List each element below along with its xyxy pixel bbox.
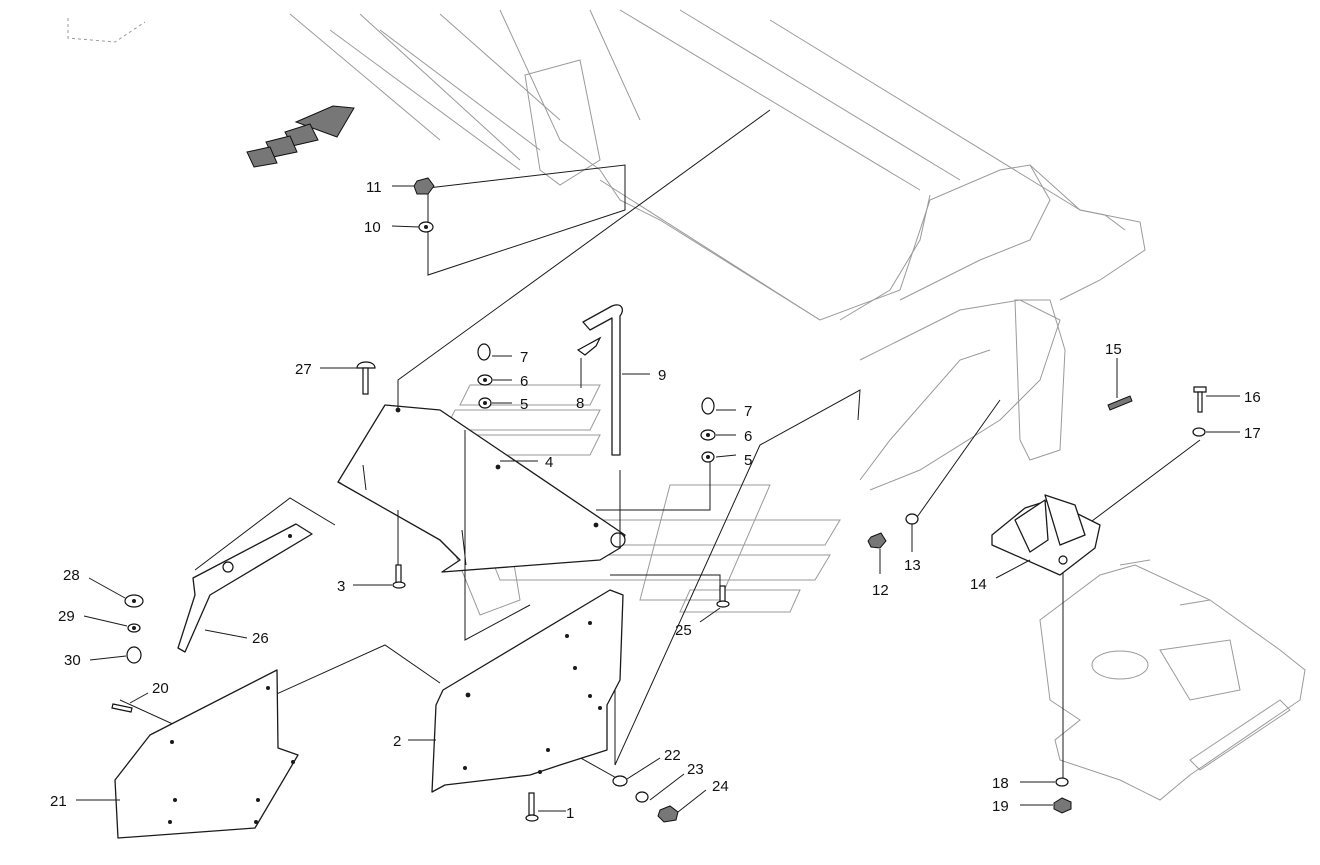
assembly-guides — [119, 109, 1201, 781]
callout-5b: 5 — [744, 452, 752, 469]
callout-13: 13 — [904, 557, 921, 574]
part-2-lower-guard — [431, 589, 624, 793]
direction-arrow-icon — [246, 105, 355, 168]
part-9-rod — [582, 304, 623, 456]
callout-27: 27 — [295, 361, 312, 378]
callout-9: 9 — [658, 367, 666, 384]
callout-1: 1 — [566, 805, 574, 822]
callout-16: 16 — [1244, 389, 1261, 406]
callout-10: 10 — [364, 219, 381, 236]
nut-11 — [413, 177, 435, 195]
callout-26: 26 — [252, 630, 269, 647]
callout-7b: 7 — [744, 403, 752, 420]
callout-6b: 6 — [744, 428, 752, 445]
bolt-27 — [356, 361, 376, 369]
part-4-upper-guard — [337, 404, 626, 573]
callout-19: 19 — [992, 798, 1009, 815]
callout-29: 29 — [58, 608, 75, 625]
callout-7a: 7 — [520, 349, 528, 366]
callout-24: 24 — [712, 778, 729, 795]
hardware — [111, 177, 1207, 823]
callout-2: 2 — [393, 733, 401, 750]
part-14-mount — [991, 494, 1101, 576]
callout-8: 8 — [576, 395, 584, 412]
callout-15: 15 — [1105, 341, 1122, 358]
part-21-side-shield — [114, 669, 299, 839]
callout-4: 4 — [545, 454, 553, 471]
callout-17: 17 — [1244, 425, 1261, 442]
callout-12: 12 — [872, 582, 889, 599]
callout-3: 3 — [337, 578, 345, 595]
part-26-bracket — [177, 523, 313, 653]
leader-lines — [76, 185, 1240, 813]
callout-28: 28 — [63, 567, 80, 584]
callout-22: 22 — [664, 747, 681, 764]
callout-25: 25 — [675, 622, 692, 639]
callout-6a: 6 — [520, 373, 528, 390]
machine-frame — [67, 9, 1306, 801]
callout-20: 20 — [152, 680, 169, 697]
callout-18: 18 — [992, 775, 1009, 792]
callout-11: 11 — [366, 179, 382, 196]
callout-21: 21 — [50, 793, 67, 810]
callout-5a: 5 — [520, 396, 528, 413]
callout-14: 14 — [970, 576, 987, 593]
callout-30: 30 — [64, 652, 81, 669]
callout-labels: 1 2 3 4 5 5 6 6 7 7 8 9 10 11 12 13 14 1… — [50, 179, 1261, 822]
callout-23: 23 — [687, 761, 704, 778]
